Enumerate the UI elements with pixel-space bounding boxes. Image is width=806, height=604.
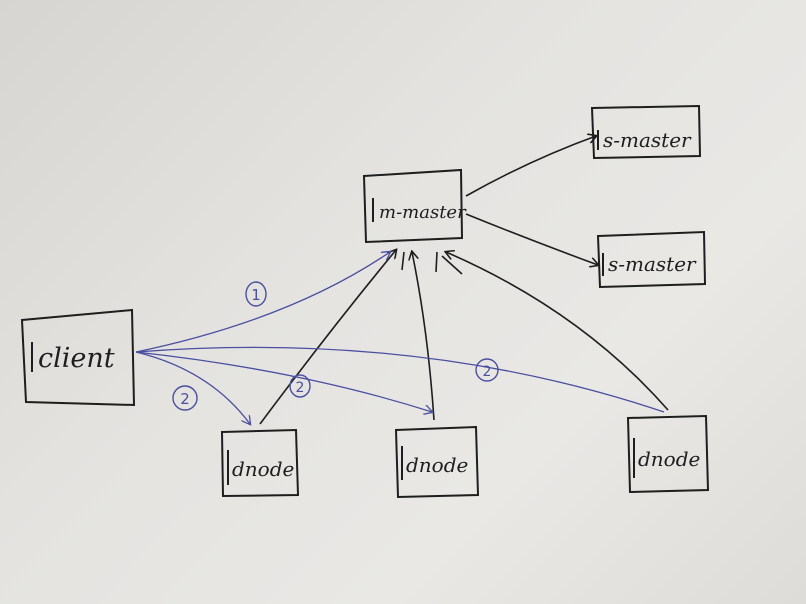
edge-mmaster-to-smaster-top	[465, 136, 596, 197]
dnode-node-2: dnode	[394, 425, 480, 499]
client-label: client	[38, 343, 115, 374]
client-node: client	[20, 308, 136, 407]
step-2a-label: 2	[180, 390, 190, 408]
step-2c-label: 2	[483, 364, 492, 380]
dnode-2-label: dnode	[406, 453, 468, 477]
s-master-bottom-label: s-master	[608, 252, 697, 276]
step-1-label: 1	[251, 286, 261, 304]
step-2b-marker: 2	[289, 374, 311, 398]
s-master-top-label: s-master	[603, 128, 692, 152]
dnode-node-3: dnode	[626, 414, 710, 494]
edge-client-to-mmaster	[135, 252, 390, 353]
step-2a-marker: 2	[172, 385, 198, 411]
m-master-node: m-master	[362, 168, 467, 244]
edge-client-to-dnode3	[135, 346, 665, 413]
s-master-node-bottom: s-master	[596, 230, 707, 289]
edge-dnode2-to-mmaster	[412, 252, 435, 421]
tick-mark-3	[441, 255, 463, 275]
edge-client-to-dnode1	[135, 351, 250, 424]
m-master-label: m-master	[379, 202, 467, 223]
edge-dnode3-to-mmaster	[446, 252, 669, 411]
edge-mmaster-to-smaster-bottom	[465, 213, 598, 265]
dnode-1-label: dnode	[232, 457, 294, 481]
tick-mark-2	[435, 251, 438, 273]
edge-dnode1-to-mmaster	[259, 250, 396, 425]
step-2b-label: 2	[296, 380, 305, 396]
tick-mark-1	[401, 251, 405, 271]
step-1-marker: 1	[245, 281, 267, 307]
dnode-node-1: dnode	[220, 428, 300, 498]
step-2c-marker: 2	[475, 358, 499, 382]
edge-client-to-dnode2	[135, 351, 432, 412]
s-master-node-top: s-master	[590, 104, 702, 160]
dnode-3-label: dnode	[638, 447, 700, 471]
